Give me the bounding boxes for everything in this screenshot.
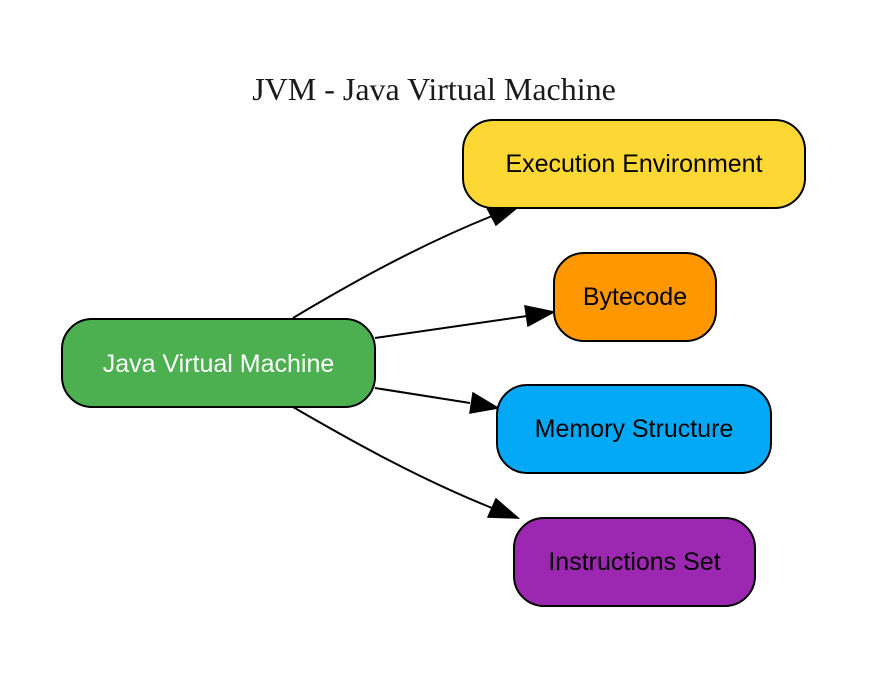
edge-jvm-to-memory-structure bbox=[374, 387, 471, 404]
node-label-bytecode: Bytecode bbox=[583, 283, 687, 311]
node-box-java-virtual-machine bbox=[61, 318, 376, 408]
edges bbox=[292, 206, 557, 519]
arrowhead-bytecode bbox=[524, 305, 557, 328]
node-box-memory-structure bbox=[496, 384, 772, 474]
node-box-instructions-set bbox=[513, 517, 756, 607]
node-execution-environment[interactable]: Execution Environment bbox=[462, 119, 806, 209]
edge-jvm-to-execution-environment bbox=[292, 215, 493, 319]
node-label-memory-structure: Memory Structure bbox=[535, 415, 734, 443]
node-bytecode[interactable]: Bytecode bbox=[553, 252, 717, 342]
arrowhead-execution-environment bbox=[485, 206, 521, 227]
arrowhead-memory-structure bbox=[469, 391, 501, 414]
node-instructions-set[interactable]: Instructions Set bbox=[513, 517, 756, 607]
diagram-title: JVM - Java Virtual Machine bbox=[252, 71, 616, 107]
node-memory-structure[interactable]: Memory Structure bbox=[496, 384, 772, 474]
node-box-execution-environment bbox=[462, 119, 806, 209]
node-box-bytecode bbox=[553, 252, 717, 342]
node-label-instructions-set: Instructions Set bbox=[548, 548, 720, 576]
edge-jvm-to-bytecode bbox=[374, 315, 528, 339]
node-label-execution-environment: Execution Environment bbox=[505, 150, 762, 178]
nodes: Java Virtual Machine Execution Environme… bbox=[61, 119, 806, 607]
node-label-java-virtual-machine: Java Virtual Machine bbox=[103, 350, 335, 378]
node-java-virtual-machine[interactable]: Java Virtual Machine bbox=[61, 318, 376, 408]
arrowhead-instructions-set bbox=[486, 497, 521, 519]
edge-jvm-to-instructions-set bbox=[292, 406, 493, 509]
